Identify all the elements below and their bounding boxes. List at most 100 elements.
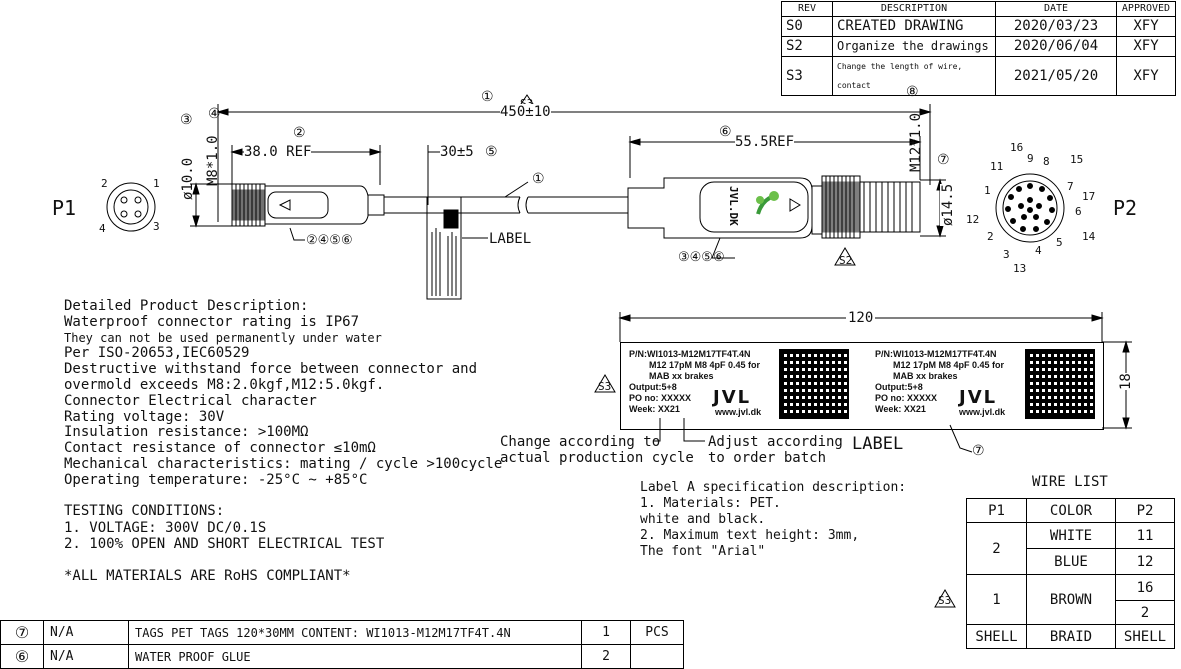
label-week: Week: XX21 xyxy=(629,404,680,414)
label-brand: JVL xyxy=(959,387,998,408)
bom-unit: PCS xyxy=(630,620,684,645)
wire-p1-cell: SHELL xyxy=(966,624,1027,649)
description-line: Waterproof connector rating is IP67 xyxy=(64,313,360,330)
p2-pin-14: 14 xyxy=(1082,230,1096,243)
p2-pin-15: 15 xyxy=(1070,153,1084,166)
bom-spec: WATER PROOF GLUE xyxy=(128,644,582,669)
callout-3: ③ xyxy=(180,112,193,128)
wire-header-color: COLOR xyxy=(1026,498,1116,523)
bill-of-materials-table: ⑦ N/A TAGS PET TAGS 120*30MM CONTENT: WI… xyxy=(0,620,684,669)
qr-code-icon xyxy=(779,349,849,419)
note-line: to order batch xyxy=(708,450,827,466)
label-desc-2: MAB xx brakes xyxy=(649,371,714,381)
dia-14-dimension: ø14.5 xyxy=(940,183,956,226)
technical-drawing xyxy=(106,94,1132,608)
wire-color-cell: BROWN xyxy=(1026,574,1116,625)
spec-line: 1. Materials: PET. xyxy=(640,496,781,511)
approved-cell: XFY xyxy=(1116,16,1176,37)
product-description: Detailed Product Description: Waterproof… xyxy=(64,298,503,489)
p2-pin-7: 7 xyxy=(1067,180,1074,193)
label-part-number: P/N:WI1013-M12M17TF4T.4N xyxy=(629,349,751,359)
approved-header: APPROVED xyxy=(1116,1,1176,17)
wire-p2-cell: 12 xyxy=(1115,548,1175,575)
adjust-batch-note: Adjust according to order batch xyxy=(708,434,843,466)
wire-p2-cell: 16 xyxy=(1115,574,1175,601)
description-line: Destructive withstand force between conn… xyxy=(64,361,478,378)
p1-parts-callout: ②④⑤⑥ xyxy=(306,233,353,248)
p2-pin-4: 4 xyxy=(1035,244,1042,257)
m8-thread-dimension: M8*1.0 xyxy=(205,135,221,186)
overmold-brand: JVL.DK xyxy=(727,186,740,226)
label-height-dimension: 18 xyxy=(1118,373,1134,390)
p1-pin-1: 1 xyxy=(153,177,160,190)
p1-pin-2: 2 xyxy=(101,177,108,190)
spec-line: 2. Maximum text height: 3mm, xyxy=(640,528,860,543)
note-line: actual production cycle xyxy=(500,450,694,466)
callout-1-cable: ① xyxy=(532,171,545,187)
p2-pin-12: 12 xyxy=(966,213,980,226)
date-cell: 2020/03/23 xyxy=(995,16,1117,37)
description-header: DESCRIPTION xyxy=(832,1,996,17)
date-cell: 2021/05/20 xyxy=(995,56,1117,96)
bom-material: N/A xyxy=(43,620,129,645)
bom-row: ⑦ N/A TAGS PET TAGS 120*30MM CONTENT: WI… xyxy=(0,620,684,645)
p2-label: P2 xyxy=(1113,196,1138,220)
spec-line: The font "Arial" xyxy=(640,544,766,559)
label-leader-text: LABEL xyxy=(489,231,532,247)
label-po: PO no: XXXXX xyxy=(629,393,692,403)
callout-5: ⑤ xyxy=(485,144,498,160)
cable-30-dimension: 30±5 xyxy=(440,144,474,160)
description-cell: CREATED DRAWING xyxy=(832,16,996,37)
overall-length-dimension: 450±10 xyxy=(500,104,551,120)
callout-4: ④ xyxy=(208,106,221,122)
p2-pin-3: 3 xyxy=(1003,248,1010,261)
wire-color-cell: WHITE xyxy=(1026,522,1116,549)
note-line: Change according to xyxy=(500,434,661,450)
bom-qty: 1 xyxy=(581,620,631,645)
p2-pin-8: 8 xyxy=(1043,155,1050,168)
revision-table: REV DESCRIPTION DATE APPROVED S0 CREATED… xyxy=(781,1,1176,96)
callout-7-top: ⑦ xyxy=(937,152,950,168)
s3-mark-wire: S3 xyxy=(938,594,952,607)
label-week: Week: XX21 xyxy=(875,404,926,414)
label-output: Output:5+8 xyxy=(875,382,923,392)
p2-pin-1: 1 xyxy=(984,184,991,197)
p1-label: P1 xyxy=(52,196,77,220)
p1-pin-3: 3 xyxy=(153,220,160,233)
rev-cell: S3 xyxy=(781,56,833,96)
bom-spec: TAGS PET TAGS 120*30MM CONTENT: WI1013-M… xyxy=(128,620,582,645)
date-cell: 2020/06/04 xyxy=(995,36,1117,57)
description-line: Per ISO-20653,IEC60529 xyxy=(64,345,250,362)
label-caption: LABEL xyxy=(852,434,904,454)
label-brand: JVL xyxy=(713,387,752,408)
label-spec-description: Label A specification description: 1. Ma… xyxy=(640,480,906,560)
p2-pin-16: 16 xyxy=(1010,141,1024,154)
rev-cell: S2 xyxy=(781,36,833,57)
p2-pin-13: 13 xyxy=(1013,262,1027,275)
m12-thread-dimension: M12*1.0 xyxy=(908,112,924,172)
callout-6: ⑥ xyxy=(719,124,732,140)
description-line: Connector Electrical character xyxy=(64,392,317,409)
callout-2: ② xyxy=(293,125,306,141)
description-line: Mechanical characteristics: mating / cyc… xyxy=(64,455,503,472)
description-line: Detailed Product Description: xyxy=(64,298,309,314)
p2-pin-11: 11 xyxy=(990,160,1004,173)
label-width-dimension: 120 xyxy=(846,310,876,326)
description-line: Contact resistance of connector ≤10mΩ xyxy=(64,440,376,457)
approved-cell: XFY xyxy=(1116,56,1176,96)
bom-unit xyxy=(630,644,684,669)
p2-parts-callout: ③④⑤⑥ xyxy=(678,250,725,265)
qr-code-icon xyxy=(1025,349,1095,419)
spec-line: Label A specification description: xyxy=(640,480,907,495)
p1-pin-4: 4 xyxy=(99,222,106,235)
p2-pin-17: 17 xyxy=(1082,190,1096,203)
description-line: overmold exceeds M8:2.0kgf,M12:5.0kgf. xyxy=(64,376,385,393)
rohs-note: *ALL MATERIALS ARE RoHS COMPLIANT* xyxy=(64,568,351,584)
s2-mark: S2 xyxy=(839,254,853,267)
testing-title: TESTING CONDITIONS: xyxy=(64,503,225,519)
wire-color-cell: BLUE xyxy=(1026,548,1116,575)
change-cycle-note: Change according to actual production cy… xyxy=(500,434,694,466)
label-desc-1: M12 17pM M8 4pF 0.45 for xyxy=(893,360,1005,370)
wire-p1-cell: 1 xyxy=(966,574,1027,625)
wire-p2-cell: SHELL xyxy=(1115,624,1175,649)
